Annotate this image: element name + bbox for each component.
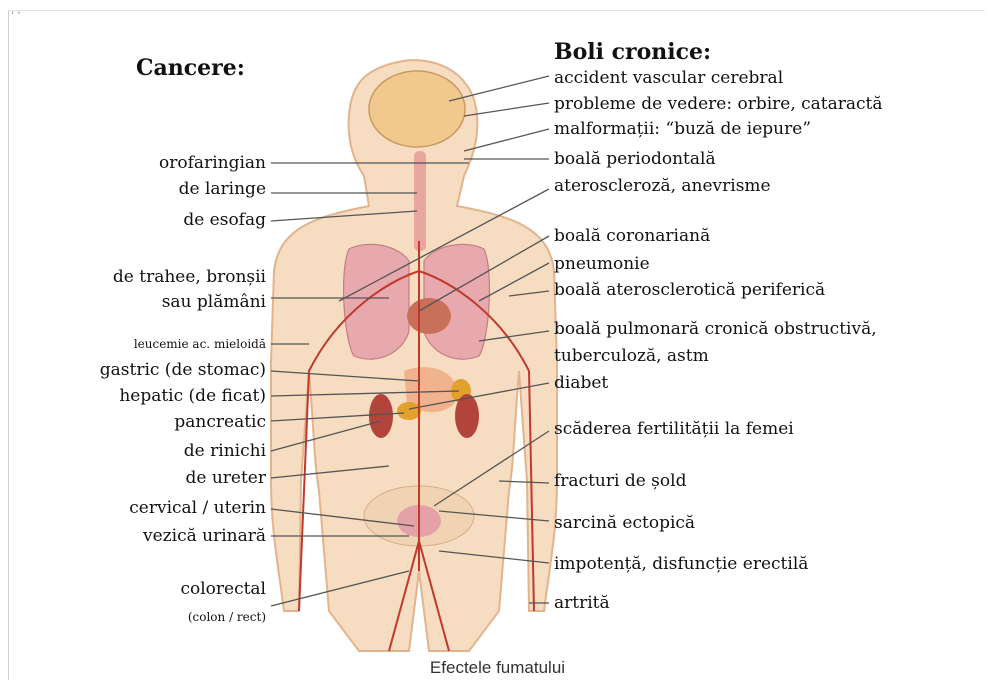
chronic-label: boală coronariană xyxy=(554,226,710,246)
chronic-label: malformații: “buză de iepure” xyxy=(554,119,811,139)
cancer-label: de esofag xyxy=(183,210,266,230)
pancreas xyxy=(397,402,421,420)
diagram-frame: , , xyxy=(8,10,985,680)
figure-caption: Efectele fumatului xyxy=(9,658,986,678)
chronic-label: ateroscleroză, anevrisme xyxy=(554,176,771,196)
cancer-label: leucemie ac. mieloidă xyxy=(134,334,266,354)
heart xyxy=(407,298,451,334)
chronic-label: probleme de vedere: orbire, cataractă xyxy=(554,94,883,114)
chronic-label: scăderea fertilității la femei xyxy=(554,419,794,439)
cancer-label: sau plămâni xyxy=(162,292,266,312)
brain xyxy=(369,71,465,147)
cancer-label: gastric (de stomac) xyxy=(100,360,266,380)
cancer-label: de rinichi xyxy=(184,441,266,461)
chronic-label: accident vascular cerebral xyxy=(554,68,783,88)
chronic-label: sarcină ectopică xyxy=(554,513,695,533)
cancer-label: pancreatic xyxy=(174,412,266,432)
kidney-left xyxy=(369,394,393,438)
cancer-label: vezică urinară xyxy=(143,526,266,546)
chronic-diseases-heading: Boli cronice: xyxy=(554,39,711,65)
left-lung xyxy=(344,244,409,359)
cancers-heading: Cancere: xyxy=(136,55,245,81)
trachea xyxy=(414,151,426,251)
cancer-label: de laringe xyxy=(179,179,266,199)
cancer-label: cervical / uterin xyxy=(129,498,266,518)
chronic-label: tuberculoză, astm xyxy=(554,346,709,366)
cancer-label: orofaringian xyxy=(159,153,266,173)
chronic-label: boală aterosclerotică periferică xyxy=(554,280,825,300)
chronic-label: artrită xyxy=(554,593,610,613)
cancer-label: de ureter xyxy=(185,468,266,488)
chronic-label: impotență, disfuncție erectilă xyxy=(554,554,808,574)
cancer-sublabel: (colon / rect) xyxy=(188,607,266,627)
cancer-label: colorectal xyxy=(180,579,266,599)
cancer-label: de trahee, bronșii xyxy=(113,267,266,287)
chronic-label: fracturi de șold xyxy=(554,471,686,491)
chronic-label: pneumonie xyxy=(554,254,650,274)
chronic-label: boală pulmonară cronică obstructivă, xyxy=(554,319,877,339)
chronic-label: diabet xyxy=(554,373,608,393)
kidney-right xyxy=(455,394,479,438)
chronic-label: boală periodontală xyxy=(554,149,716,169)
cancer-label: hepatic (de ficat) xyxy=(119,386,266,406)
